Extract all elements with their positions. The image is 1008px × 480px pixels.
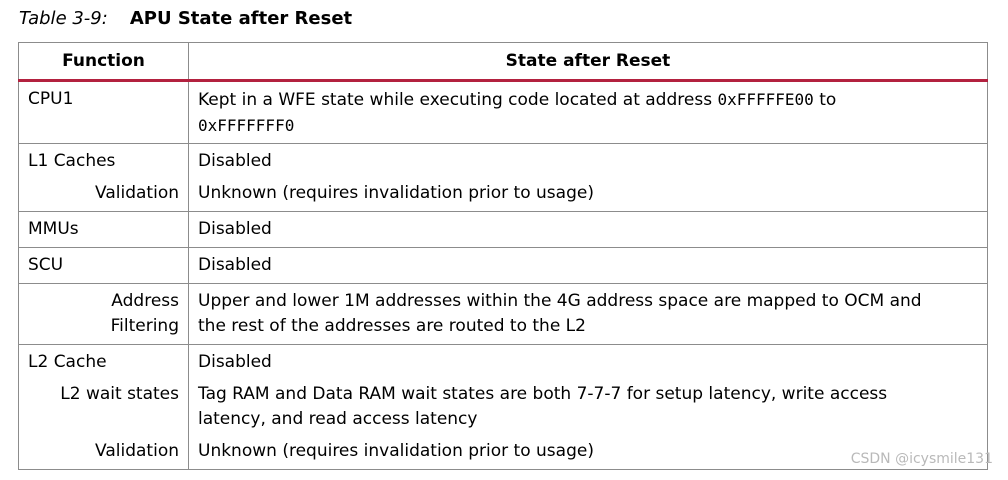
table-row: Address Filtering Upper and lower 1M add…	[18, 283, 988, 345]
sub-state-cell-line2: latency, and read access latency	[198, 409, 478, 429]
sub-state-cell: Unknown (requires invalidation prior to …	[198, 441, 594, 461]
function-cell: CPU1	[28, 89, 74, 109]
sub-function-cell: Validation	[95, 441, 179, 461]
state-cell: Upper and lower 1M addresses within the …	[198, 291, 922, 311]
state-cell: Disabled	[198, 151, 272, 171]
state-cell-line2: the rest of the addresses are routed to …	[198, 316, 586, 336]
address-start: 0xFFFFFE00	[717, 90, 814, 109]
function-cell: L2 Cache	[28, 352, 107, 372]
function-cell: Address	[111, 291, 179, 311]
table-row: SCU Disabled	[18, 247, 988, 284]
state-text-to: to	[813, 90, 837, 110]
sub-function-cell: Validation	[95, 183, 179, 203]
function-cell: SCU	[28, 255, 64, 275]
state-cell: Disabled	[198, 219, 272, 239]
watermark: CSDN @icysmile131	[850, 451, 993, 467]
sub-state-cell: Tag RAM and Data RAM wait states are bot…	[198, 384, 888, 404]
header-row: Function State after Reset	[18, 42, 988, 82]
table-title: APU State after Reset	[129, 8, 353, 29]
table-caption: Table 3-9: APU State after Reset	[19, 8, 352, 29]
table-row: L1 Caches Validation Disabled Unknown (r…	[18, 143, 988, 212]
function-cell: L1 Caches	[28, 151, 116, 171]
apu-state-table: Function State after Reset CPU1 Kept in …	[18, 42, 988, 470]
state-text: Kept in a WFE state while executing code…	[198, 90, 718, 110]
table-row: L2 Cache L2 wait states Validation Disab…	[18, 344, 988, 470]
sub-function-cell: L2 wait states	[60, 384, 179, 404]
table-row: CPU1 Kept in a WFE state while executing…	[18, 80, 988, 144]
table-number: Table 3-9:	[19, 8, 108, 29]
table-row: MMUs Disabled	[18, 211, 988, 248]
header-function: Function	[18, 42, 189, 82]
sub-state-cell: Unknown (requires invalidation prior to …	[198, 183, 594, 203]
header-state: State after Reset	[188, 42, 988, 82]
function-cell: MMUs	[28, 219, 79, 239]
state-cell: Disabled	[198, 352, 272, 372]
function-cell-line2: Filtering	[110, 316, 179, 336]
address-end: 0xFFFFFFF0	[198, 116, 295, 135]
state-cell: Kept in a WFE state while executing code…	[189, 82, 987, 113]
state-cell: Disabled	[198, 255, 272, 275]
